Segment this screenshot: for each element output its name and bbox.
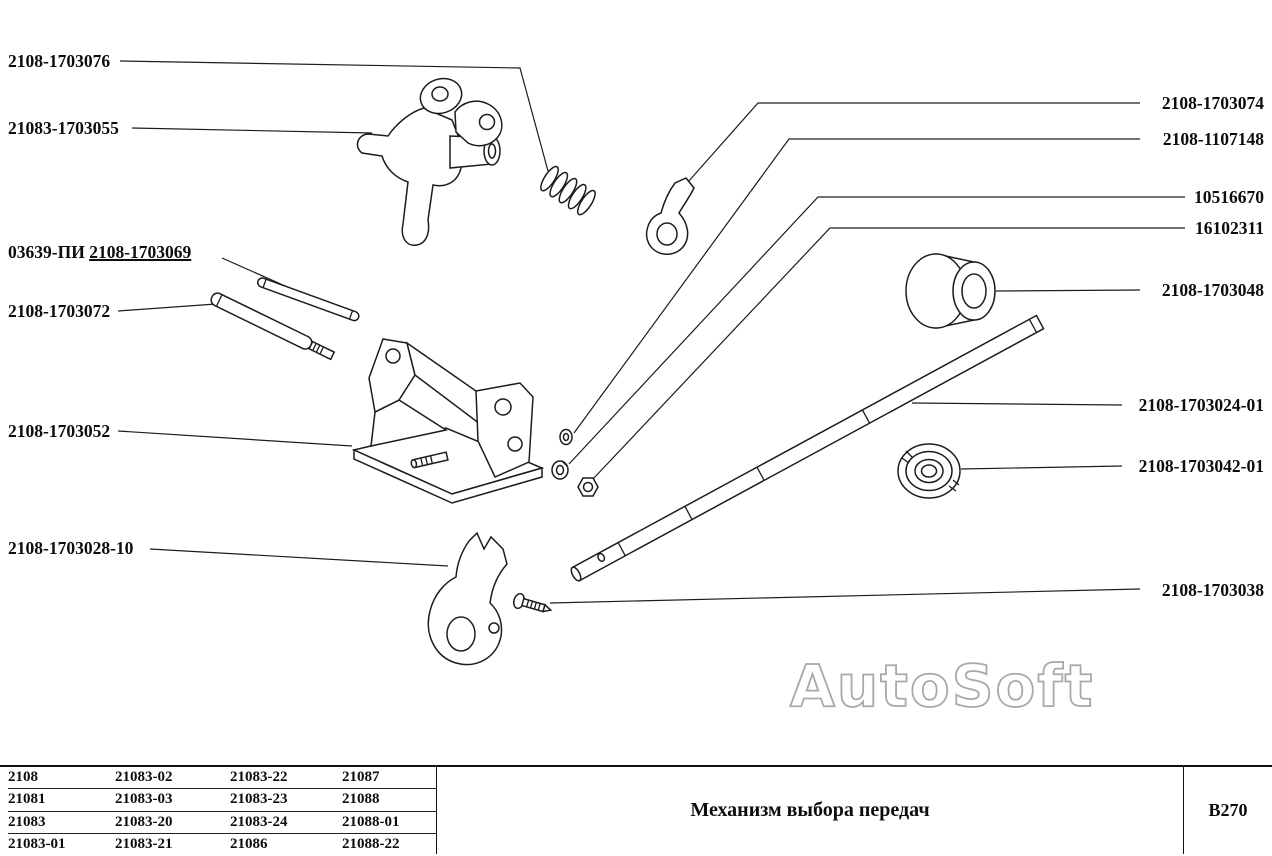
model-number: 21088-22: [342, 836, 400, 853]
callout-change-prefix: 03639-ПИ: [8, 242, 85, 262]
callout-part-number: 2108-1703076: [8, 51, 111, 71]
leader-line: [549, 588, 1141, 604]
callout-part-number: 10516670: [1194, 187, 1264, 207]
leader-line: [687, 102, 1140, 183]
part-mounting-bracket: [351, 338, 545, 504]
leader-line: [995, 289, 1141, 292]
models-row: 21081 21083-03 21083-23 21088: [8, 789, 436, 812]
callout-part-number: 2108-1703074: [1161, 93, 1264, 113]
model-number: 21083-03: [115, 791, 173, 808]
models-row: 21083-01 21083-21 21086 21088-22: [8, 834, 436, 856]
watermark-text: AutoSoft: [790, 652, 1094, 720]
part-fork-lever: [427, 531, 508, 666]
part-selector-lever-assembly: [356, 77, 503, 246]
applicable-models-table: 2108 21083-02 21083-22 21087 21081 21083…: [0, 767, 437, 854]
callout-superseded-number: 2108-1703069: [89, 242, 192, 262]
footer-table: 2108 21083-02 21083-22 21087 21081 21083…: [0, 765, 1272, 854]
callout-part-number: 03639-ПИ 2108-1703069: [8, 242, 191, 262]
callout-part-number: 2108-1703048: [1161, 280, 1264, 300]
part-rod-upper: [256, 277, 360, 322]
part-bearing: [897, 443, 961, 499]
model-number: 21081: [8, 791, 46, 808]
part-lock-washer: [551, 460, 569, 480]
leader-line: [592, 227, 1185, 480]
leader-lines: [117, 60, 1185, 604]
part-rod-lower: [210, 292, 336, 361]
model-number: 2108: [8, 769, 38, 786]
model-number: 21088: [342, 791, 380, 808]
part-bushing: [905, 253, 996, 329]
model-number: 21083-02: [115, 769, 173, 786]
part-spring: [540, 165, 596, 216]
callout-part-number: 2108-1703042-01: [1138, 456, 1264, 476]
leader-line: [911, 402, 1123, 406]
model-number: 21088-01: [342, 813, 400, 830]
part-screw: [513, 592, 553, 613]
callout-part-number: 2108-1107148: [1162, 129, 1264, 149]
callout-part-number: 16102311: [1194, 218, 1264, 238]
leader-line: [117, 303, 217, 312]
leader-line: [119, 60, 549, 172]
callout-part-number: 2108-1703052: [8, 421, 111, 441]
model-number: 21083-22: [230, 769, 288, 786]
part-nut: [577, 477, 599, 497]
model-number: 21086: [230, 836, 268, 853]
callout-part-number: 2108-1703028-10: [8, 538, 134, 558]
callout-part-number: 21083-1703055: [8, 118, 119, 138]
leader-line: [573, 138, 1140, 434]
leader-line: [117, 430, 353, 447]
callout-part-number: 2108-1703072: [8, 301, 111, 321]
model-number: 21083-21: [115, 836, 173, 853]
diagram-canvas: AutoSoft: [117, 60, 1185, 721]
models-row: 2108 21083-02 21083-22 21087: [8, 767, 436, 790]
leader-line: [568, 196, 1185, 465]
page-code: B270: [1208, 800, 1248, 820]
model-number: 21083-23: [230, 791, 288, 808]
leader-line: [149, 548, 449, 567]
part-washer: [559, 428, 573, 446]
callout-part-number: 2108-1703038: [1161, 580, 1264, 600]
callout-part-number: 2108-1703024-01: [1138, 395, 1264, 415]
part-bracket-plate: [645, 177, 695, 255]
models-row: 21083 21083-20 21083-24 21088-01: [8, 812, 436, 834]
model-number: 21087: [342, 769, 380, 786]
model-number: 21083-20: [115, 813, 173, 830]
diagram-title: Механизм выбора передач: [437, 767, 1184, 854]
model-number: 21083: [8, 813, 46, 830]
model-number: 21083-24: [230, 813, 288, 830]
model-number: 21083-01: [8, 836, 66, 853]
leader-line: [960, 465, 1123, 470]
part-selector-shaft: [570, 314, 1045, 582]
leader-line: [131, 127, 373, 134]
